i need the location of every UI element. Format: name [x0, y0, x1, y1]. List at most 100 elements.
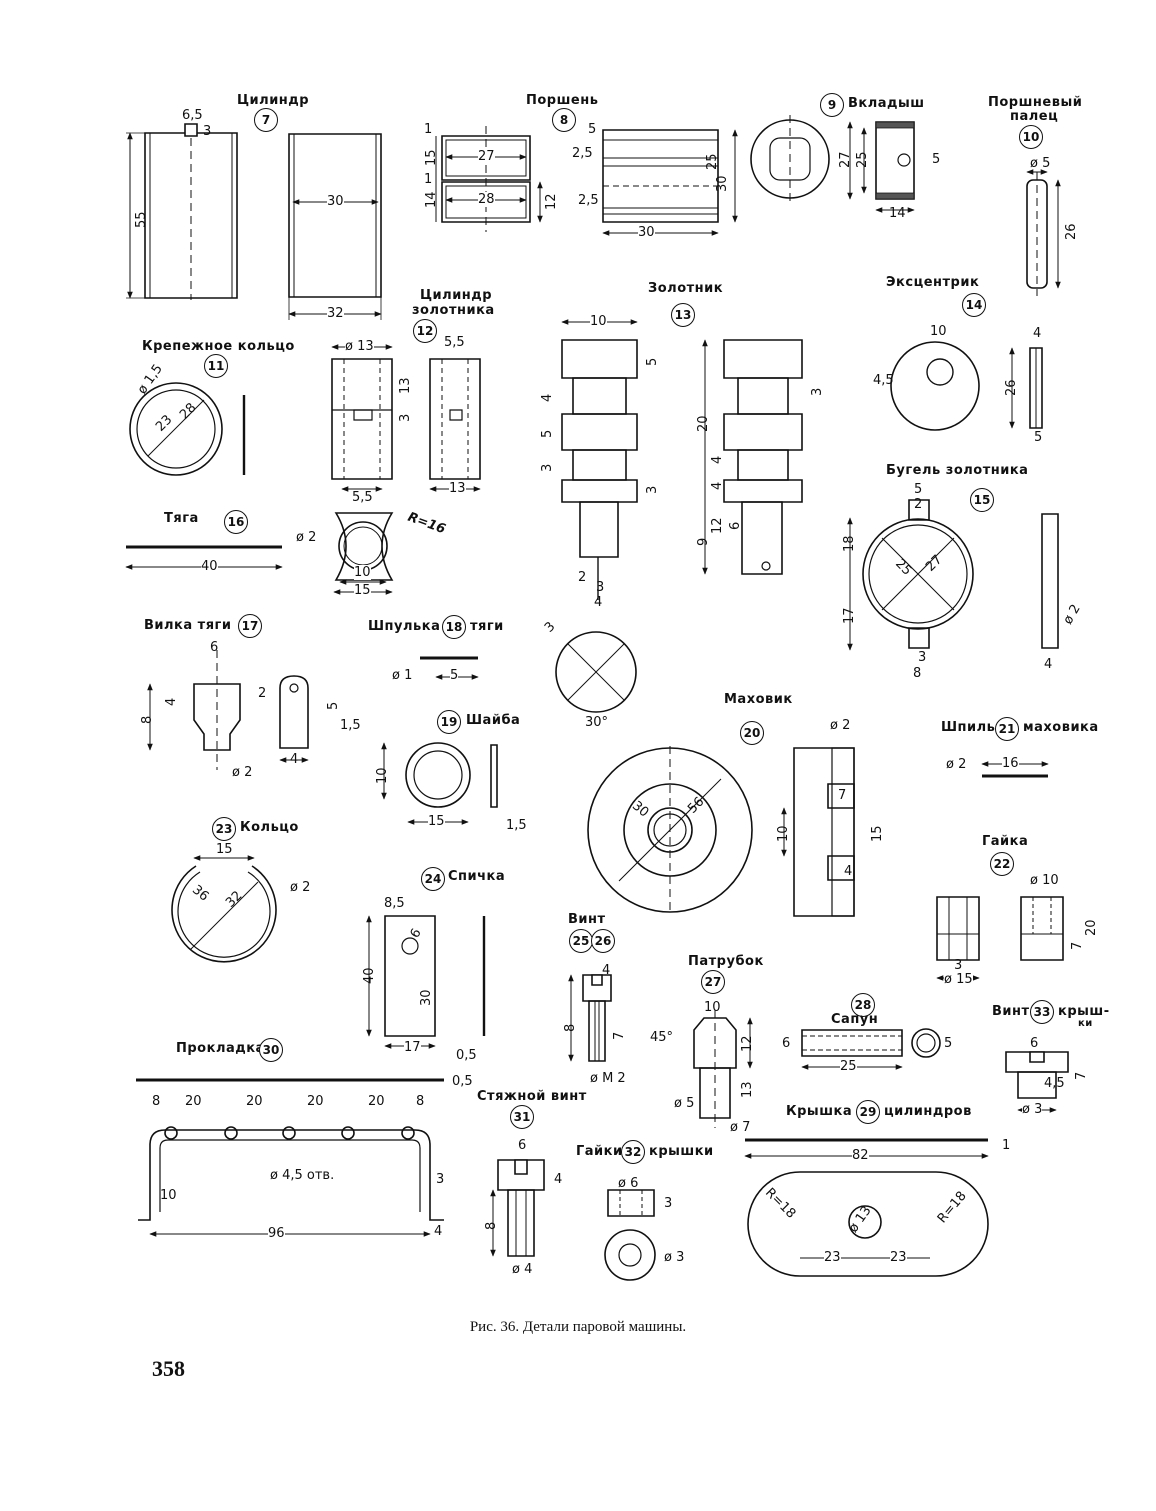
part-17-title: Вилка тяги	[144, 618, 232, 633]
part-18-title: тяги	[470, 619, 504, 634]
part-15-dim: 3	[918, 650, 927, 665]
part-22-dim: 7	[1070, 941, 1085, 950]
part-25-dim: 7	[612, 1031, 627, 1040]
part-13-dim: 6	[728, 521, 743, 530]
part-28-dim: 25	[840, 1059, 857, 1074]
part-23-number: 23	[212, 817, 236, 841]
part-8-dim: 1	[424, 172, 433, 187]
part-15-dim: 17	[842, 607, 857, 624]
part-24-title: Спичка	[448, 869, 506, 884]
part-13-title: Золотник	[648, 281, 724, 296]
part-9-dim: 14	[889, 206, 906, 221]
part-17-dim: 5	[326, 701, 341, 710]
part-25-title: Винт	[568, 912, 606, 927]
part-8-dim: 14	[424, 191, 439, 208]
part-29-dim: 23	[890, 1250, 907, 1265]
part-9-title: Вкладыш	[848, 96, 925, 111]
part-12-dim: 13	[398, 377, 413, 394]
part-31-dim: ø 4	[512, 1262, 533, 1277]
part-27-dim: 45°	[650, 1030, 674, 1045]
part-17-number: 17	[238, 614, 262, 638]
part-15-dim: 18	[842, 535, 857, 552]
part-30-dim: 20	[368, 1094, 385, 1109]
part-12-dim: 13	[449, 481, 466, 496]
part-19-dim: 15	[428, 814, 445, 829]
part-13-dim: 4	[710, 481, 725, 490]
part-14-title: Эксцентрик	[886, 275, 980, 290]
part-9-liner-drawing	[751, 115, 914, 213]
part-7-title: Цилиндр	[237, 93, 310, 108]
part-8-dim: 30	[715, 175, 730, 192]
part-9-dim: 5	[932, 152, 941, 167]
part-18-number: 18	[442, 615, 466, 639]
part-12-title: Цилиндр	[420, 288, 493, 303]
part-19-number: 19	[437, 710, 461, 734]
part-30-dim: 8	[416, 1094, 425, 1109]
part-10-title: палец	[1010, 109, 1059, 124]
part-30-dim: ø 4,5 отв.	[270, 1168, 335, 1183]
part-28-title: Сапун	[831, 1012, 879, 1027]
part-22-dim: 20	[1084, 919, 1099, 936]
part-23-dim: ø 2	[290, 880, 311, 895]
part-17-dim: 4	[290, 752, 299, 767]
part-10-number: 10	[1019, 125, 1043, 149]
part-21-number: 21	[995, 717, 1019, 741]
part-14-dim: 4,5	[873, 373, 894, 388]
part-20-number: 20	[740, 721, 764, 745]
part-33-dim: 7	[1074, 1071, 1089, 1080]
part-20-dim: 15	[870, 825, 885, 842]
part-29-number: 29	[856, 1100, 880, 1124]
part-17-rod-fork-drawing	[147, 650, 308, 770]
part-25-dim: 4	[602, 963, 611, 978]
part-13-dim: 3	[596, 580, 605, 595]
figure-caption: Рис. 36. Детали паровой машины.	[469, 1319, 687, 1335]
part-30-dim: 20	[246, 1094, 263, 1109]
part-24-dim: 17	[404, 1040, 421, 1055]
part-27-dim: 12	[740, 1035, 755, 1052]
part-17-dim: 8	[140, 715, 155, 724]
part-25-dim: ø M 2	[590, 1071, 626, 1086]
part-15-dim: 4	[1044, 657, 1053, 672]
part-31-dim: 8	[484, 1221, 499, 1230]
part-33-title: Винт	[992, 1004, 1030, 1019]
part-13-dim: 10	[590, 314, 607, 329]
part-16-number: 16	[224, 510, 248, 534]
part-28-breather-drawing	[802, 1029, 940, 1070]
part-29-dim: 82	[852, 1148, 869, 1163]
part-18-bobbin-drawing	[420, 632, 636, 712]
part-14-dim: 5	[1034, 430, 1043, 445]
part-7-dim: 3	[203, 124, 212, 139]
part-13-slide-valve-drawing	[562, 319, 802, 600]
part-9-number: 9	[820, 93, 844, 117]
page-number: 358	[152, 1356, 185, 1381]
part-15-dim: 5	[914, 482, 923, 497]
part-8-dim: 30	[638, 225, 655, 240]
part-27-pipe-drawing	[694, 1010, 753, 1128]
part-25-dim: 8	[563, 1023, 578, 1032]
part-7-cylinder-drawing	[126, 124, 381, 320]
part-14-number: 14	[962, 293, 986, 317]
part-8-dim: 2,5	[572, 146, 593, 161]
part-21-dim: 16	[1002, 756, 1019, 771]
part-28-dim: 5	[944, 1036, 953, 1051]
part-19-dim: 1,5	[506, 818, 527, 833]
part-22-dim: 3	[954, 958, 963, 973]
part-8-dim: 27	[478, 149, 495, 164]
part-26-number: 26	[591, 929, 615, 953]
part-13-dim: 9	[696, 537, 711, 546]
part-17-dim: ø 2	[232, 765, 253, 780]
part-18-dim: 30°	[585, 715, 609, 730]
part-17-dim: 2	[258, 686, 267, 701]
part-17-dim: 4	[164, 697, 179, 706]
part-13-dim: 3	[810, 387, 825, 396]
part-8-dim: 12	[544, 193, 559, 210]
part-33-dim: 6	[1030, 1036, 1039, 1051]
part-30-dim: 8	[152, 1094, 161, 1109]
part-27-dim: 13	[740, 1081, 755, 1098]
part-33-dim: ø 3	[1022, 1102, 1043, 1117]
part-12-dim: 3	[398, 413, 413, 422]
part-30-number: 30	[259, 1038, 283, 1062]
part-7-dim: 32	[327, 306, 344, 321]
part-30-dim: 20	[185, 1094, 202, 1109]
part-17-dim: 1,5	[340, 718, 361, 733]
